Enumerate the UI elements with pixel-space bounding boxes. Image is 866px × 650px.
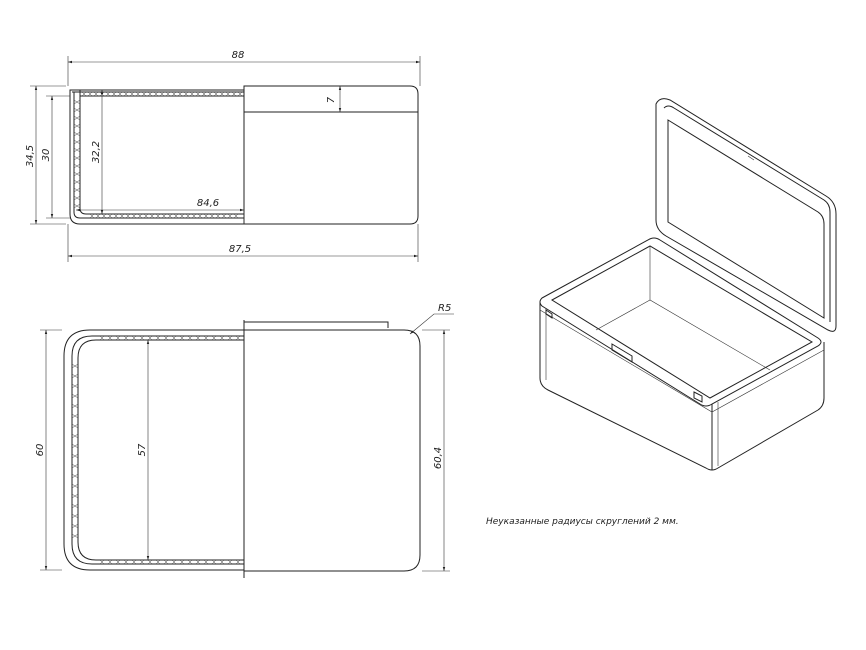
note-text: Неуказанные радиусы скруглений 2 мм.	[486, 517, 679, 527]
dim-wall-height: 32,2	[91, 141, 102, 163]
section-view: 88 87,5 84,6 34,5 30 32,2 7	[25, 50, 421, 262]
dim-lid-width: 60,4	[433, 447, 444, 469]
dim-base-length: 87,5	[229, 244, 251, 255]
dim-top-width: 88	[232, 50, 245, 61]
dim-inner-width: 57	[137, 443, 148, 456]
dim-inner-height: 30	[41, 149, 52, 162]
dim-radius: R5	[438, 303, 451, 314]
dim-outer-width: 60	[35, 444, 46, 457]
plan-view: 60 57 60,4 R5	[35, 303, 454, 578]
dim-inner-length: 84,6	[197, 198, 219, 209]
plan-hatch	[71, 335, 241, 565]
section-hatch	[72, 90, 244, 219]
isometric-view	[539, 98, 837, 471]
dim-lid-height: 7	[326, 96, 337, 103]
dim-total-height: 34,5	[25, 145, 36, 167]
